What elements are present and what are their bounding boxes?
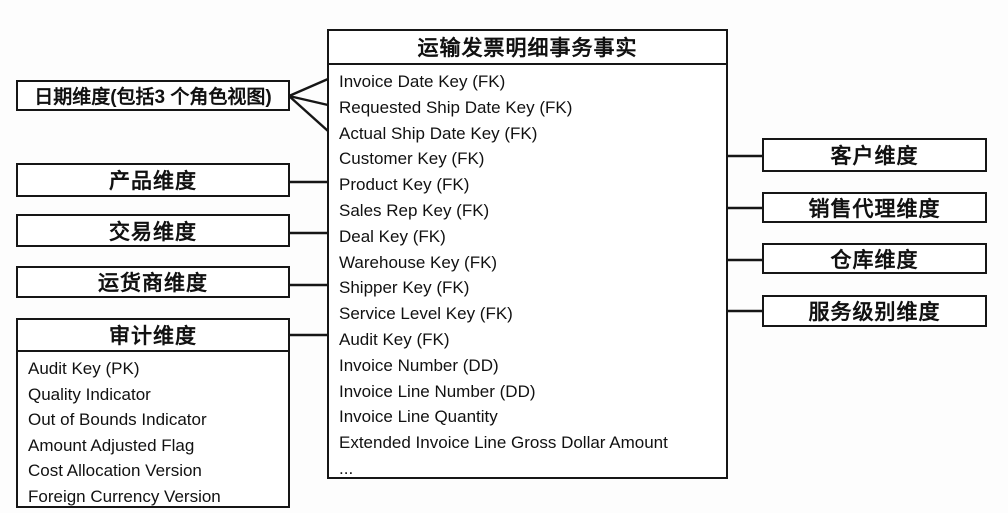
dimension-box-shipper: 运货商维度 <box>16 266 290 298</box>
audit-field: Quality Indicator <box>28 384 151 404</box>
fact-field: Service Level Key (FK) <box>339 304 513 324</box>
audit-field: Out of Bounds Indicator <box>28 410 207 429</box>
dimension-box-service-level: 服务级别维度 <box>762 295 987 327</box>
dimension-box-customer: 客户维度 <box>762 138 987 172</box>
fact-field: Requested Ship Date Key (FK) <box>339 97 573 117</box>
dimension-label: 服务级别维度 <box>808 301 941 324</box>
audit-field-list: Audit Key (PK) Quality Indicator Out of … <box>18 352 288 509</box>
dimension-box-date: 日期维度(包括3 个角色视图) <box>16 80 290 111</box>
dimension-label: 客户维度 <box>830 145 919 168</box>
fact-field: Actual Ship Date Key (FK) <box>339 123 538 143</box>
dimension-label: 仓库维度 <box>830 248 919 272</box>
dimension-box-warehouse: 仓库维度 <box>762 243 987 274</box>
fact-field: Invoice Line Quantity <box>339 407 498 427</box>
dimension-label: 运货商维度 <box>98 272 208 295</box>
audit-field: Foreign Currency Version <box>28 486 221 506</box>
dimension-label: 审计维度 <box>18 320 288 352</box>
audit-field: Audit Key (PK) <box>28 359 140 378</box>
dimension-box-audit: 审计维度 Audit Key (PK) Quality Indicator Ou… <box>16 318 290 508</box>
fact-field: Shipper Key (FK) <box>339 278 470 298</box>
dimension-label: 销售代理维度 <box>808 197 941 221</box>
fact-field: Invoice Line Number (DD) <box>339 381 536 401</box>
fact-field: Sales Rep Key (FK) <box>339 200 490 220</box>
fact-field: Invoice Date Key (FK) <box>339 72 506 91</box>
fact-field: Audit Key (FK) <box>339 329 450 349</box>
dimension-box-deal: 交易维度 <box>16 214 290 247</box>
fact-field: Product Key (FK) <box>339 175 470 195</box>
dimension-label: 交易维度 <box>109 220 197 244</box>
dimension-box-sales-rep: 销售代理维度 <box>762 192 987 223</box>
fact-field: Customer Key (FK) <box>339 149 485 169</box>
fact-table-title: 运输发票明细事务事实 <box>329 31 726 65</box>
fact-field: Warehouse Key (FK) <box>339 252 498 272</box>
fact-field: ... <box>339 458 354 478</box>
connector-date-requested <box>288 94 329 107</box>
fact-field: Invoice Number (DD) <box>339 355 499 375</box>
fact-field: Deal Key (FK) <box>339 226 446 246</box>
connector-date-actual <box>288 95 329 132</box>
fact-field: Extended Invoice Line Gross Dollar Amoun… <box>339 433 668 453</box>
fact-table: 运输发票明细事务事实 Invoice Date Key (FK) Request… <box>327 29 728 479</box>
dimension-label: 日期维度(包括3 个角色视图) <box>34 87 272 108</box>
dimension-label: 产品维度 <box>109 170 197 193</box>
fact-table-field-list: Invoice Date Key (FK) Requested Ship Dat… <box>329 65 726 482</box>
audit-field: Amount Adjusted Flag <box>28 435 195 455</box>
dimension-box-product: 产品维度 <box>16 163 290 197</box>
audit-field: Cost Allocation Version <box>28 461 202 480</box>
connector-date-invoice <box>288 77 329 98</box>
